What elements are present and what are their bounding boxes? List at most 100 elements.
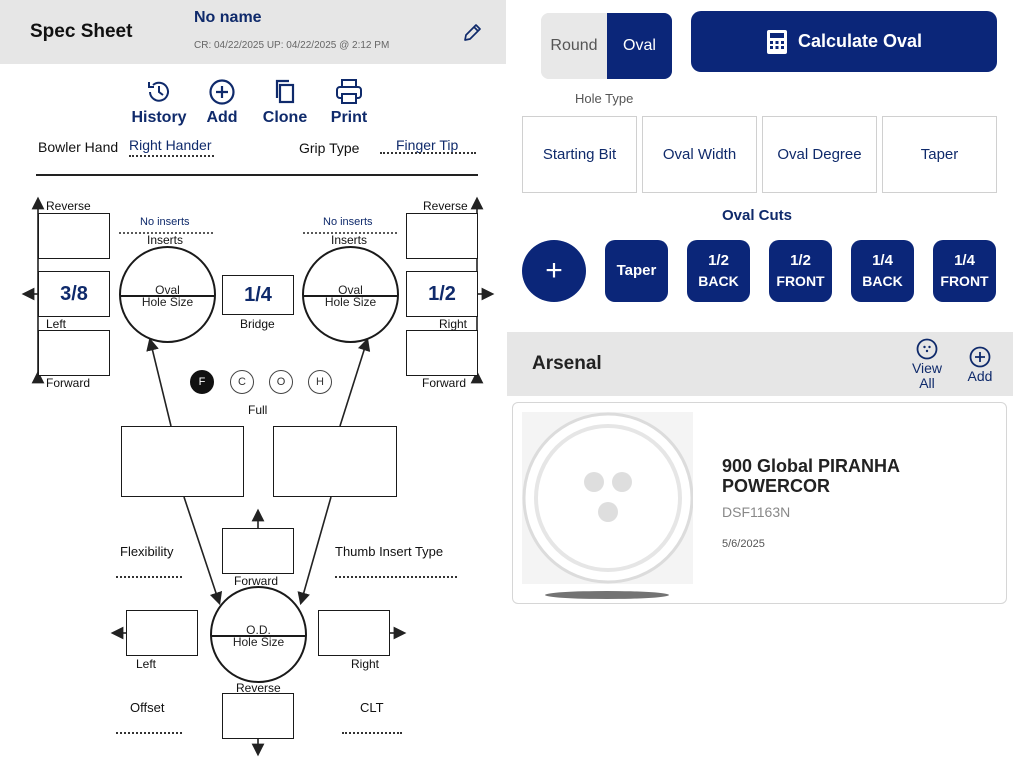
- ball-image: [522, 412, 694, 599]
- history-label: History: [131, 109, 187, 126]
- bowler-hand-value[interactable]: Right Hander: [129, 137, 212, 153]
- view-all-label-1: View: [911, 360, 943, 376]
- left-hole-oval: Oval: [155, 283, 180, 297]
- clt-input[interactable]: [342, 732, 402, 734]
- taper-field[interactable]: Taper: [882, 116, 997, 193]
- bridge-box[interactable]: 1/4: [222, 275, 294, 315]
- cut-half-front-size: 1/2: [790, 252, 811, 269]
- oval-width-field[interactable]: Oval Width: [642, 116, 757, 193]
- add-cut-button[interactable]: +: [522, 240, 586, 302]
- left-lateral-label: Left: [46, 317, 67, 331]
- clone-label: Clone: [262, 109, 308, 126]
- left-inserts-label: Inserts: [147, 233, 184, 247]
- pencil-icon[interactable]: [461, 22, 483, 49]
- cut-half-back-size: 1/2: [708, 252, 729, 269]
- cut-half-front-dir: FRONT: [776, 273, 825, 289]
- print-label: Print: [330, 109, 368, 126]
- cut-half-front[interactable]: 1/2 FRONT: [769, 240, 832, 302]
- right-finger-hole[interactable]: Oval Hole Size: [302, 246, 399, 343]
- left-inserts-value[interactable]: No inserts: [140, 216, 190, 228]
- bridge-label: Bridge: [240, 317, 275, 331]
- bowler-hand-label: Bowler Hand: [38, 139, 119, 155]
- ball-name-line-2: POWERCOR: [722, 476, 830, 496]
- calculate-oval-label: Calculate Oval: [797, 31, 923, 51]
- cut-quarter-back[interactable]: 1/4 BACK: [851, 240, 914, 302]
- oval-degree-field[interactable]: Oval Degree: [762, 116, 877, 193]
- right-hole-oval: Oval: [338, 283, 363, 297]
- clt-label: CLT: [360, 700, 384, 715]
- calculator-icon: [766, 29, 787, 54]
- cut-half-back-dir: BACK: [698, 273, 739, 289]
- view-all-button[interactable]: View All: [906, 338, 948, 391]
- fit-option-c[interactable]: C: [230, 370, 254, 394]
- flexibility-label: Flexibility: [120, 544, 174, 559]
- clone-button[interactable]: Clone: [260, 77, 310, 127]
- arsenal-add-button[interactable]: Add: [961, 346, 999, 384]
- left-reverse-box[interactable]: [38, 213, 110, 259]
- taper-cut-button[interactable]: Taper: [605, 240, 668, 302]
- arsenal-title: Arsenal: [532, 353, 602, 374]
- add-button[interactable]: Add: [201, 77, 243, 127]
- history-icon: [148, 81, 169, 102]
- thumb-insert-type-input[interactable]: [335, 576, 457, 578]
- left-lateral-box[interactable]: 3/8: [38, 271, 110, 317]
- plus-icon: +: [545, 254, 563, 287]
- thumb-left-box[interactable]: [126, 610, 198, 656]
- thumb-reverse-box[interactable]: [222, 693, 294, 739]
- cut-half-back[interactable]: 1/2 BACK: [687, 240, 750, 302]
- starting-bit-field[interactable]: Starting Bit: [522, 116, 637, 193]
- thumb-right-box[interactable]: [318, 610, 390, 656]
- add-circle-icon: [209, 79, 235, 105]
- grip-type-label: Grip Type: [299, 140, 360, 156]
- left-hole-size: Hole Size: [141, 295, 194, 309]
- cut-quarter-front[interactable]: 1/4 FRONT: [933, 240, 996, 302]
- ball-date: 5/6/2025: [722, 538, 765, 550]
- thumb-hole-size: Hole Size: [232, 635, 285, 649]
- thumb-hole[interactable]: O.D. Hole Size: [210, 586, 307, 683]
- left-finger-hole[interactable]: Oval Hole Size: [119, 246, 216, 343]
- flexibility-input[interactable]: [116, 576, 182, 578]
- copy-icon: [275, 79, 295, 104]
- add-circle-icon: [969, 346, 991, 368]
- thumb-reverse-label: Reverse: [236, 681, 281, 695]
- hole-type-oval[interactable]: Oval: [607, 13, 672, 79]
- left-forward-label: Forward: [46, 376, 91, 390]
- print-button[interactable]: Print: [327, 77, 371, 127]
- right-forward-box[interactable]: [406, 330, 478, 376]
- left-span-box[interactable]: [121, 426, 244, 497]
- oval-cuts-title: Oval Cuts: [722, 207, 793, 224]
- calculate-oval-button[interactable]: Calculate Oval: [691, 11, 997, 72]
- thumb-forward-box[interactable]: [222, 528, 294, 574]
- ball-name-line-1: 900 Global PIRANHA: [722, 456, 901, 476]
- fit-option-f[interactable]: F: [190, 370, 214, 394]
- ball-code: DSF1163N: [722, 504, 791, 520]
- fit-label: Full: [248, 403, 268, 417]
- left-forward-box[interactable]: [38, 330, 110, 376]
- page-title: Spec Sheet: [30, 21, 133, 42]
- thumb-forward-label: Forward: [234, 574, 279, 588]
- divider: [36, 174, 478, 176]
- right-reverse-box[interactable]: [406, 213, 478, 259]
- offset-label: Offset: [130, 700, 165, 715]
- thumb-left-label: Left: [136, 657, 157, 671]
- bowling-ball-icon: [916, 338, 938, 360]
- right-inserts-value[interactable]: No inserts: [323, 216, 373, 228]
- right-inserts-label: Inserts: [331, 233, 368, 247]
- right-lateral-box[interactable]: 1/2: [406, 271, 478, 317]
- hole-type-round[interactable]: Round: [541, 13, 607, 79]
- arsenal-header: [507, 332, 1013, 396]
- offset-input[interactable]: [116, 732, 182, 734]
- right-span-box[interactable]: [273, 426, 397, 497]
- left-reverse-label: Reverse: [46, 199, 91, 213]
- history-button[interactable]: History: [130, 77, 188, 127]
- grip-type-underline: [380, 152, 476, 154]
- hole-type-label: Hole Type: [575, 91, 634, 106]
- right-hole-size: Hole Size: [324, 295, 377, 309]
- spec-name[interactable]: No name: [194, 9, 262, 26]
- add-label: Add: [206, 109, 238, 126]
- fit-option-h[interactable]: H: [308, 370, 332, 394]
- spec-dates: CR: 04/22/2025 UP: 04/22/2025 @ 2:12 PM: [194, 40, 390, 51]
- thumb-insert-type-label: Thumb Insert Type: [335, 544, 444, 559]
- grip-type-value[interactable]: Finger Tip: [396, 137, 459, 153]
- fit-option-o[interactable]: O: [269, 370, 293, 394]
